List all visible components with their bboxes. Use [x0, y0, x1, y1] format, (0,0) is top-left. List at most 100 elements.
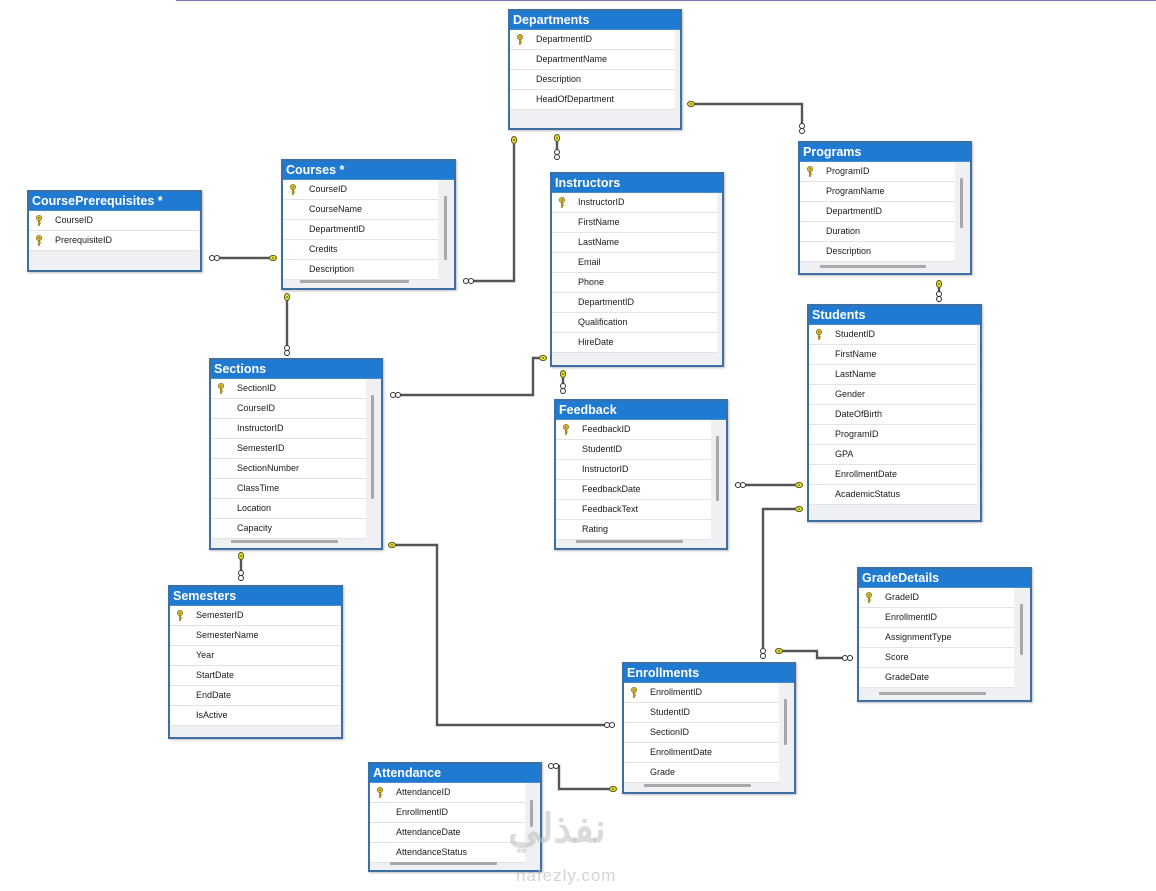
column-row[interactable]: HeadOfDepartment: [510, 90, 675, 110]
vertical-scrollbar[interactable]: [444, 196, 447, 260]
horizontal-scrollbar[interactable]: [879, 692, 986, 695]
column-row[interactable]: Grade: [624, 763, 779, 783]
column-row[interactable]: InstructorID: [211, 419, 366, 439]
column-row[interactable]: DepartmentID: [800, 202, 955, 222]
column-row[interactable]: Capacity: [211, 519, 366, 539]
column-row[interactable]: SectionID: [624, 723, 779, 743]
relationship-connector[interactable]: [390, 354, 547, 398]
column-row[interactable]: AssignmentType: [859, 628, 1014, 648]
column-row[interactable]: GPA: [809, 445, 977, 465]
relationship-connector[interactable]: [388, 541, 616, 728]
column-row[interactable]: CourseID: [29, 211, 199, 231]
table-title[interactable]: Departments: [510, 11, 680, 30]
column-row[interactable]: LastName: [809, 365, 977, 385]
column-row[interactable]: FirstName: [809, 345, 977, 365]
column-row[interactable]: ProgramID: [800, 162, 955, 182]
column-row[interactable]: Description: [283, 260, 438, 280]
relationship-connector[interactable]: [283, 293, 291, 357]
vertical-scrollbar[interactable]: [530, 800, 533, 827]
relationship-connector[interactable]: [463, 136, 518, 284]
column-row[interactable]: DateOfBirth: [809, 405, 977, 425]
column-row[interactable]: ClassTime: [211, 479, 366, 499]
column-row[interactable]: SemesterName: [170, 626, 340, 646]
relationship-connector[interactable]: [760, 505, 803, 659]
column-row[interactable]: Gender: [809, 385, 977, 405]
column-row[interactable]: StartDate: [170, 666, 340, 686]
column-row[interactable]: FirstName: [552, 213, 717, 233]
column-row[interactable]: InstructorID: [556, 460, 711, 480]
column-row[interactable]: CourseID: [283, 180, 438, 200]
column-row[interactable]: CourseID: [211, 399, 366, 419]
column-row[interactable]: SemesterID: [170, 606, 340, 626]
relationship-connector[interactable]: [935, 280, 943, 303]
column-row[interactable]: StudentID: [809, 325, 977, 345]
column-row[interactable]: AttendanceID: [370, 783, 525, 803]
column-row[interactable]: Phone: [552, 273, 717, 293]
column-row[interactable]: Location: [211, 499, 366, 519]
column-row[interactable]: DepartmentID: [510, 30, 675, 50]
column-row[interactable]: AcademicStatus: [809, 485, 977, 505]
column-row[interactable]: EnrollmentID: [624, 683, 779, 703]
relationship-connector[interactable]: [209, 254, 277, 262]
horizontal-scrollbar[interactable]: [300, 280, 409, 283]
column-row[interactable]: Description: [800, 242, 955, 262]
column-row[interactable]: StudentID: [624, 703, 779, 723]
column-row[interactable]: StudentID: [556, 440, 711, 460]
column-row[interactable]: FeedbackText: [556, 500, 711, 520]
column-row[interactable]: SectionNumber: [211, 459, 366, 479]
relationship-connector[interactable]: [553, 134, 561, 161]
relationship-connector[interactable]: [687, 100, 805, 134]
table-title[interactable]: Enrollments: [624, 664, 794, 683]
column-row[interactable]: PrerequisiteID: [29, 231, 199, 251]
table-title[interactable]: Instructors: [552, 174, 722, 193]
table-title[interactable]: Semesters: [170, 587, 341, 606]
column-row[interactable]: LastName: [552, 233, 717, 253]
table-title[interactable]: Courses *: [283, 161, 454, 180]
column-row[interactable]: Qualification: [552, 313, 717, 333]
relationship-connector[interactable]: [548, 763, 617, 793]
horizontal-scrollbar[interactable]: [231, 540, 338, 543]
column-row[interactable]: EnrollmentDate: [809, 465, 977, 485]
column-row[interactable]: SectionID: [211, 379, 366, 399]
table-title[interactable]: CoursePrerequisites *: [29, 192, 200, 211]
horizontal-scrollbar[interactable]: [820, 265, 926, 268]
column-row[interactable]: AttendanceDate: [370, 823, 525, 843]
column-row[interactable]: InstructorID: [552, 193, 717, 213]
horizontal-scrollbar[interactable]: [576, 540, 683, 543]
column-row[interactable]: EnrollmentDate: [624, 743, 779, 763]
vertical-scrollbar[interactable]: [1020, 604, 1023, 655]
column-row[interactable]: Year: [170, 646, 340, 666]
table-title[interactable]: Students: [809, 306, 980, 325]
column-row[interactable]: Duration: [800, 222, 955, 242]
column-row[interactable]: HireDate: [552, 333, 717, 353]
column-row[interactable]: Description: [510, 70, 675, 90]
column-row[interactable]: DepartmentID: [283, 220, 438, 240]
relationship-connector[interactable]: [735, 481, 803, 489]
column-row[interactable]: Score: [859, 648, 1014, 668]
column-row[interactable]: FeedbackID: [556, 420, 711, 440]
column-row[interactable]: DepartmentID: [552, 293, 717, 313]
relationship-connector[interactable]: [237, 552, 245, 582]
column-row[interactable]: EnrollmentID: [859, 608, 1014, 628]
column-row[interactable]: ProgramName: [800, 182, 955, 202]
horizontal-scrollbar[interactable]: [390, 862, 497, 865]
relationship-connector[interactable]: [775, 647, 854, 661]
relationship-connector[interactable]: [559, 370, 567, 395]
column-row[interactable]: EnrollmentID: [370, 803, 525, 823]
column-row[interactable]: IsActive: [170, 706, 340, 726]
table-title[interactable]: Programs: [800, 143, 970, 162]
vertical-scrollbar[interactable]: [784, 699, 787, 745]
column-row[interactable]: CourseName: [283, 200, 438, 220]
column-row[interactable]: EndDate: [170, 686, 340, 706]
vertical-scrollbar[interactable]: [960, 178, 963, 228]
column-row[interactable]: DepartmentName: [510, 50, 675, 70]
